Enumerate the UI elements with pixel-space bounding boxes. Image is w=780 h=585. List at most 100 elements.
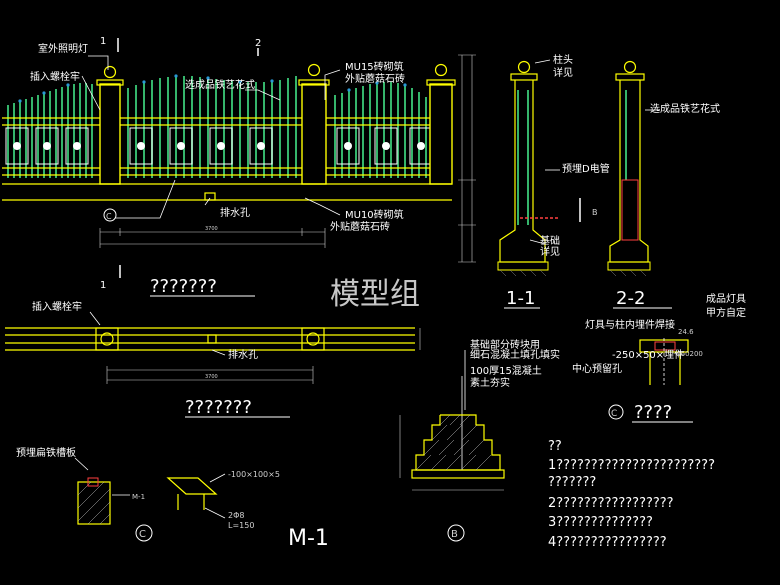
m1-isometric-plate: [166, 477, 218, 510]
detail-b-hatch: [415, 414, 492, 471]
label-outdoor-light: 室外照明灯: [38, 42, 88, 55]
pillars: [99, 83, 453, 185]
fence-elevation: 1 2 C 室外照明灯 插入螺栓牢 选成品铁艺花式 MU15砖砌筑 外贴蘑菇石砖…: [2, 36, 456, 297]
label-mu15-brick: MU15砖砌筑: [345, 60, 404, 73]
fence-bars-left: [7, 83, 93, 178]
m1-mark-circle: [135, 524, 153, 542]
section-2-footing: [607, 261, 651, 271]
detail-c-owner-label: 甲方自定: [706, 306, 746, 319]
detail-c-mark: C: [611, 409, 617, 419]
plan-pillar-left: [100, 332, 114, 346]
dim-plan-total: 3700: [205, 374, 218, 380]
note-line-4: 4????????????????: [548, 535, 667, 550]
watermark: 模型组: [330, 277, 420, 312]
label-mushroom-stone-2: 外贴蘑菇石砖: [330, 220, 390, 233]
section-2-wall-core: [621, 179, 639, 241]
label-insert-bolt: 插入螺栓牢: [30, 70, 80, 83]
detail-b-note-4: 素土夯实: [470, 376, 510, 389]
fence-bars-middle: [127, 76, 297, 178]
section-1-detail-mark-b: B: [592, 208, 598, 217]
m1-label: M-1: [132, 493, 145, 501]
ornament-rosettes: [13, 142, 425, 150]
m1-plate-label: 预埋扁铁槽板: [16, 446, 76, 459]
detail-c-plate-label: -250×50×埋件: [612, 349, 684, 361]
elevation-title: ???????: [150, 276, 217, 297]
section-1-pillar: [499, 73, 546, 263]
detail-c-diameter: φ60200: [676, 350, 703, 358]
detail-c-weld-label: 灯具与柱内埋件焊接: [585, 318, 675, 331]
notes-heading: ??: [548, 439, 562, 454]
base-wall: [2, 183, 452, 201]
detail-b-stepped-footing: [411, 414, 505, 479]
section-1-1: 柱头 详见 预埋D电管 基础 详见 B 1-1: [458, 53, 610, 309]
detail-c-hole-label: 中心预留孔: [572, 362, 622, 375]
detail-c-dims: 24.6: [678, 328, 694, 336]
plan-pillar-right: [306, 332, 320, 346]
detail-b-note-1: 基础部分砖块用: [470, 338, 540, 351]
plan-label-drain-hole: 排水孔: [228, 348, 258, 361]
label-drain-hole: 排水孔: [220, 206, 250, 219]
section-1-cap: [517, 60, 531, 74]
section-1-dimensions: [458, 54, 476, 263]
label-mushroom-stone: 外贴蘑菇石砖: [345, 72, 405, 85]
detail-c: 成品灯具 甲方自定 灯具与柱内埋件焊接 24.6 -250×50×埋件 中心预留…: [572, 293, 746, 423]
m1-rod-leader: [204, 507, 226, 519]
detail-c-title: ????: [634, 402, 672, 423]
plan-section-mark: 1: [100, 280, 106, 291]
fence-rails: [2, 117, 436, 176]
section-2-pillar: [609, 73, 649, 263]
detail-b-note-3: 100厚15混凝土: [470, 364, 542, 377]
detail-b-mark-circle: [447, 524, 465, 542]
m1-rod-label: 2Φ8: [228, 511, 244, 520]
plan-wall: [5, 327, 415, 351]
detail-m1: 预埋扁铁槽板 M-1 C -100×100×5 2Φ8 L=150 M-1: [16, 446, 329, 551]
m1-embedded-plate: [87, 477, 99, 487]
detail-c-mark-circle: [608, 404, 624, 420]
label-mu10-brick: MU10砖砌筑: [345, 208, 404, 221]
detail-b-leaders: [461, 350, 466, 470]
spear-tips: [18, 74, 407, 103]
detail-b-mark: B: [451, 529, 458, 540]
section-2-cap: [623, 60, 637, 74]
detail-mark-c: C: [106, 212, 112, 221]
m1-mark: C: [139, 529, 146, 540]
dim-elevation-total: 3700: [205, 226, 218, 232]
section-mark-1: 1: [100, 36, 106, 47]
section-mark-2: 2: [255, 38, 261, 49]
plan-dimensions: [106, 328, 421, 384]
detail-c-embed-plate: [654, 341, 676, 351]
section-1-soil-hatch: [499, 269, 547, 277]
section-2-title: 2-2: [616, 288, 645, 309]
m1-length-label: L=150: [228, 521, 254, 530]
section-1-leaders: [529, 59, 560, 245]
pillar-caps: [96, 63, 456, 86]
note-line-1: 1???????????????????????: [548, 458, 715, 473]
detail-b-note-2: 细石混凝土填孔填实: [470, 348, 560, 361]
detail-c-lamp-label: 成品灯具: [706, 293, 746, 305]
m1-hatch: [77, 481, 111, 525]
section-2-2: 选成品铁艺花式 2-2: [607, 60, 720, 309]
section-1-title: 1-1: [506, 288, 535, 309]
detail-mark-circle: [103, 208, 117, 222]
section-1-cap-ref: 详见: [553, 66, 573, 79]
plan-leaders: [89, 311, 226, 356]
label-iron-art: 选成品铁艺花式: [185, 78, 255, 91]
detail-b-dimensions: [399, 415, 504, 491]
elevation-leaders: [81, 55, 341, 219]
detail-b: 基础部分砖块用 细石混凝土填孔填实 100厚15混凝土 素土夯实 B: [399, 338, 560, 542]
ornament-panels: [5, 127, 433, 165]
note-line-1b: ???????: [548, 475, 596, 490]
m1-steel-label: -100×100×5: [228, 470, 280, 479]
section-1-foundation-ref: 详见: [540, 245, 560, 258]
general-notes: ?? 1??????????????????????? ??????? 2???…: [548, 439, 715, 550]
section-cut-lines: [117, 38, 259, 278]
m1-wall-section: [77, 481, 111, 525]
section-1-foundation-label: 基础: [540, 234, 560, 247]
section-2-iron-label: 选成品铁艺花式: [650, 102, 720, 115]
fence-plan: 1 插入螺栓牢 排水孔 3700 ???????: [5, 280, 421, 418]
section-1-footing: [497, 261, 549, 271]
m1-leader: [74, 457, 89, 471]
section-1-conduit-label: 预埋D电管: [562, 162, 610, 175]
plan-label-insert-bolt: 插入螺栓牢: [32, 300, 82, 313]
